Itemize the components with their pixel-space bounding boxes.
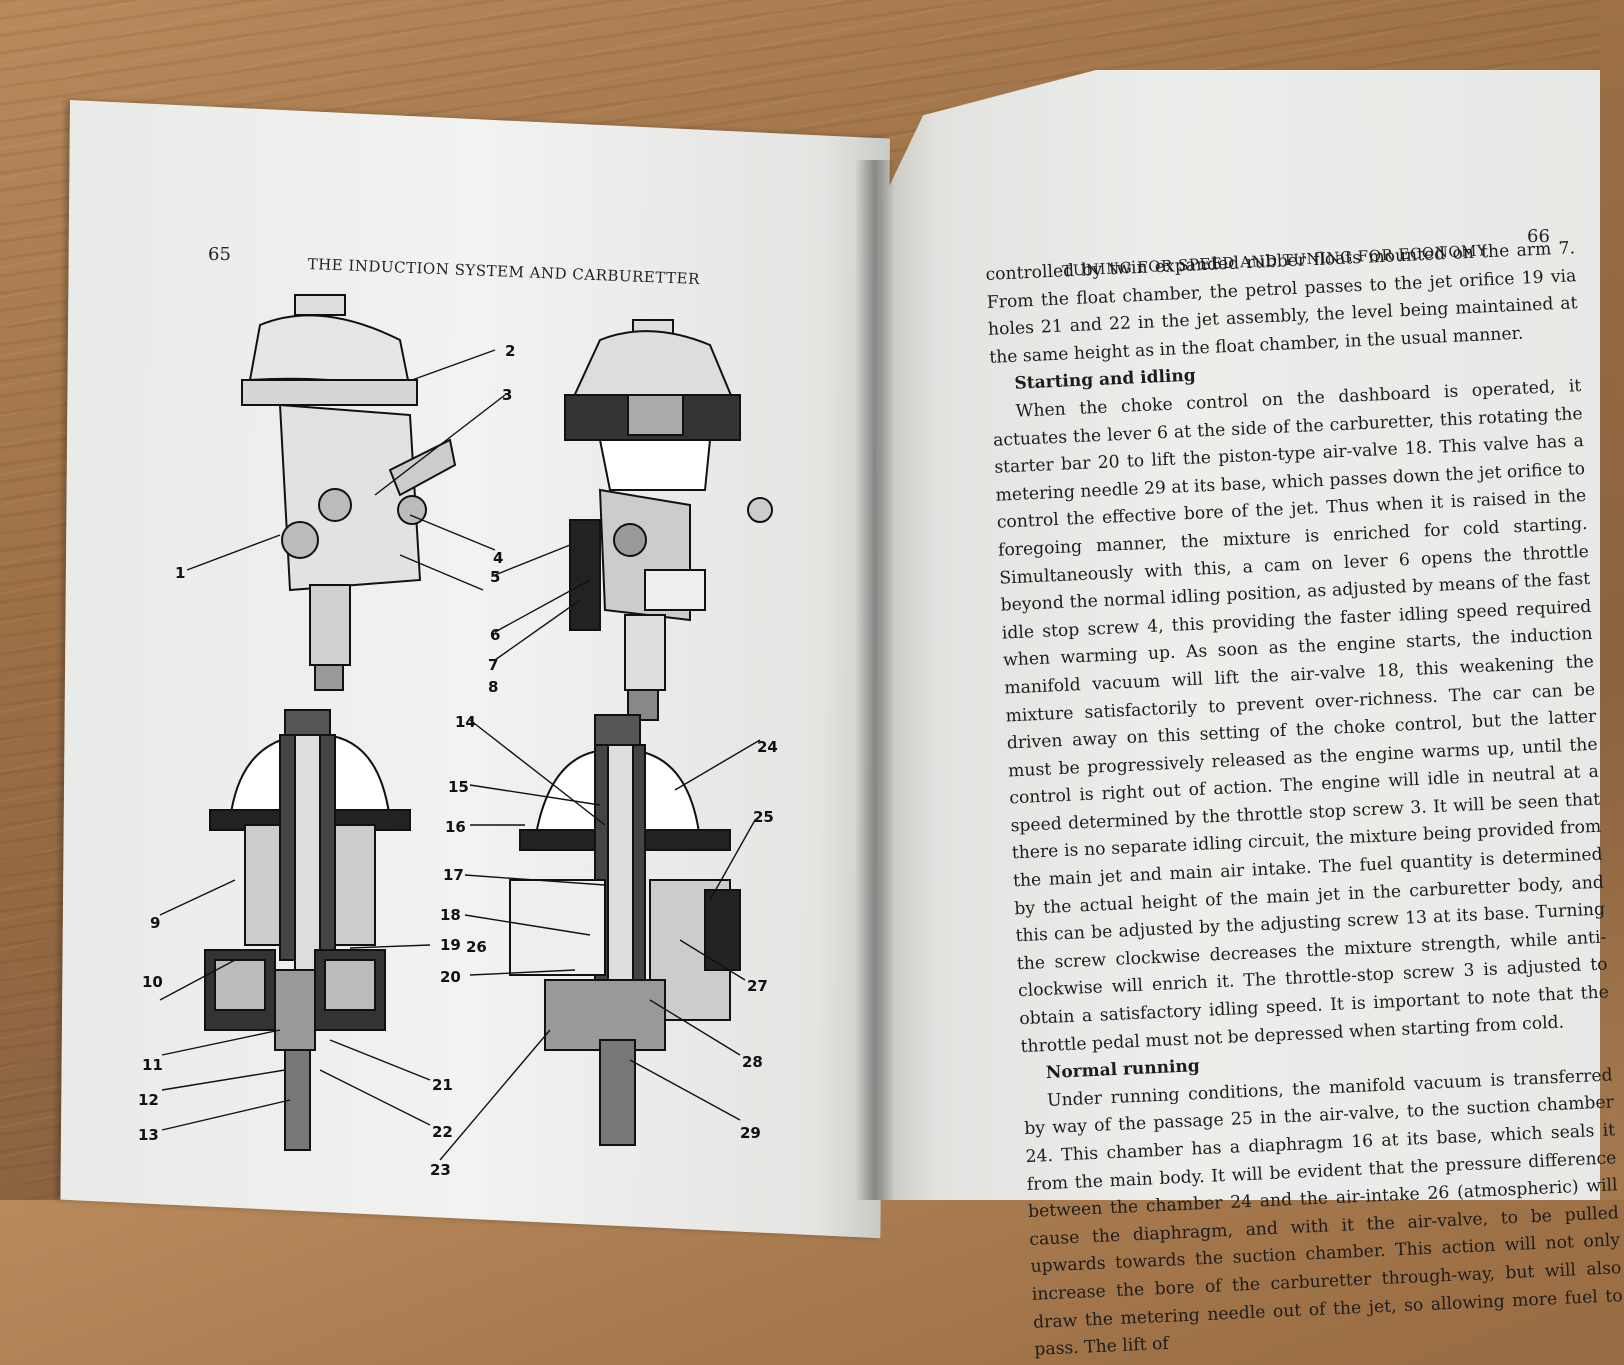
callout-10: 10 (142, 973, 163, 991)
callout-6: 6 (490, 626, 500, 644)
callout-29: 29 (740, 1124, 761, 1142)
right-page-number: 66 (1527, 226, 1550, 247)
book-gutter (855, 160, 895, 1200)
callout-12: 12 (138, 1091, 159, 1109)
open-book: 65 THE INDUCTION SYSTEM AND CARBURETTER (60, 70, 1623, 1360)
callout-8: 8 (488, 678, 498, 696)
normal-running-paragraph: Under running conditions, the manifold v… (1023, 1065, 1624, 1361)
callout-27: 27 (747, 977, 768, 995)
section-view-top (564, 319, 773, 721)
callout-13: 13 (138, 1126, 159, 1144)
left-page-number: 65 (208, 244, 231, 265)
callout-16: 16 (445, 818, 466, 836)
callout-5: 5 (490, 568, 500, 586)
callout-15: 15 (448, 778, 469, 796)
callout-1: 1 (175, 564, 185, 582)
callout-7: 7 (488, 656, 498, 674)
callout-20: 20 (440, 968, 461, 986)
callout-labels: 2 3 4 1 5 6 7 8 14 15 16 17 18 19 26 20 … (138, 342, 778, 1179)
callout-26: 26 (466, 938, 487, 956)
callout-18: 18 (440, 906, 461, 924)
callout-2: 2 (505, 342, 515, 360)
callout-11: 11 (142, 1056, 163, 1074)
exterior-view (241, 294, 457, 691)
callout-4: 4 (493, 549, 503, 567)
right-page (880, 70, 1600, 1200)
callout-17: 17 (443, 866, 464, 884)
right-page-text: controlled by twin expanded rubber float… (985, 235, 1624, 1364)
callout-14: 14 (455, 713, 476, 731)
callout-9: 9 (150, 914, 160, 932)
callout-3: 3 (502, 386, 512, 404)
callout-21: 21 (432, 1076, 453, 1094)
section-view-bottom-left (204, 709, 411, 1151)
callout-28: 28 (742, 1053, 763, 1071)
callout-25: 25 (753, 808, 774, 826)
carburetter-diagram: 2 3 4 1 5 6 7 8 14 15 16 17 18 19 26 20 … (138, 294, 778, 1179)
callout-19: 19 (440, 936, 461, 954)
section-view-bottom-right (509, 714, 741, 1146)
callout-22: 22 (432, 1123, 453, 1141)
callout-23: 23 (430, 1161, 451, 1179)
starting-idling-paragraph: When the choke control on the dashboard … (992, 376, 1610, 1057)
callout-24: 24 (757, 738, 778, 756)
